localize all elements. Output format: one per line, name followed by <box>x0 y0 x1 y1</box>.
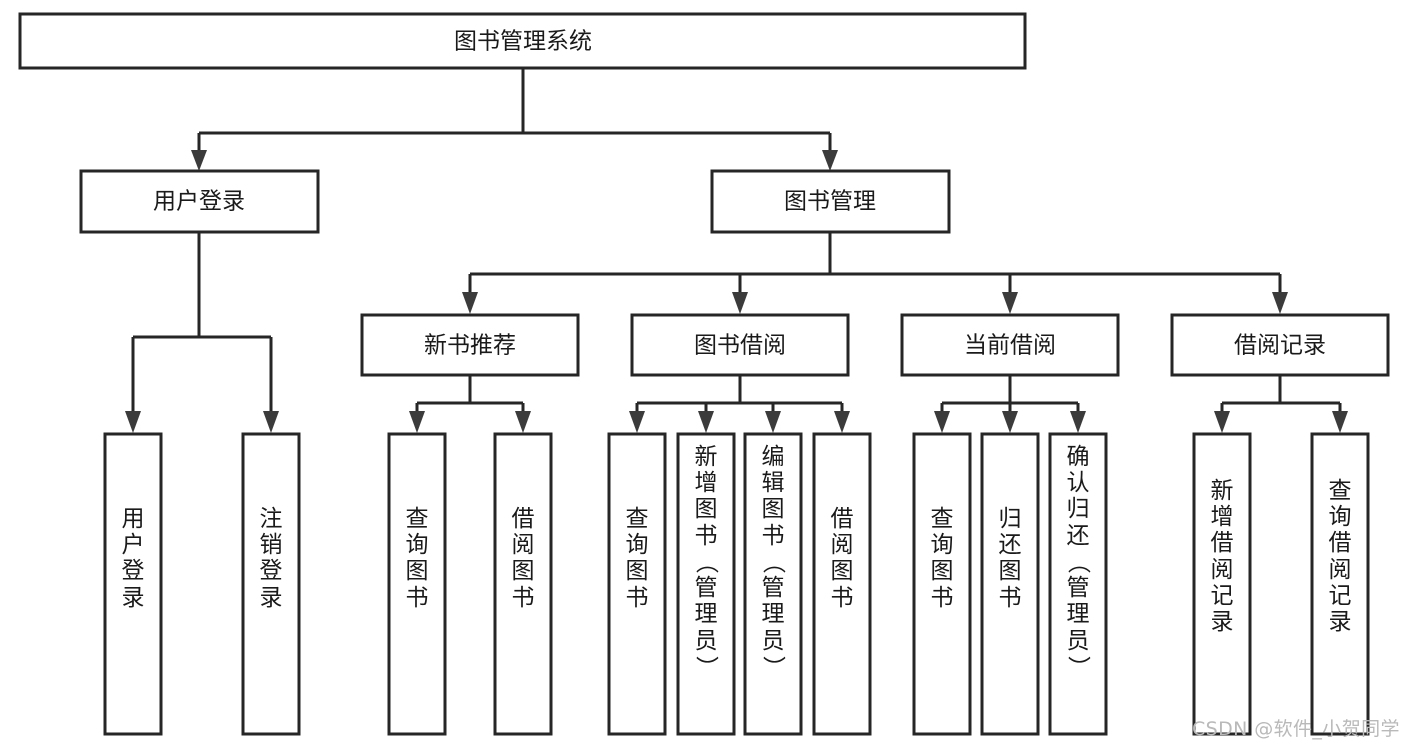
node-new-book-recommend[interactable]: 新书推荐 <box>360 313 580 377</box>
arrowhead-new-book <box>462 292 478 314</box>
node-book-borrow-box[interactable] <box>630 313 850 377</box>
leaf-box-query-book-2[interactable] <box>607 432 667 736</box>
arrowhead-current-leaf-2 <box>1002 411 1018 433</box>
node-current-borrow[interactable]: 当前借阅 <box>900 313 1120 377</box>
arrowhead-current-leaf-1 <box>934 411 950 433</box>
node-current-borrow-label: 当前借阅 <box>964 333 1056 359</box>
node-book-management-box[interactable] <box>710 169 951 234</box>
node-book-borrow-label: 图书借阅 <box>694 333 786 359</box>
arrowhead-current-leaf-3 <box>1070 411 1086 433</box>
arrowhead-borrow-leaf-4 <box>834 411 850 433</box>
leaf-box-confirm-return[interactable] <box>1048 432 1108 736</box>
leaf-box-query-record[interactable] <box>1310 432 1370 736</box>
leaf-box-query-book-3[interactable] <box>912 432 972 736</box>
arrowhead-record-leaf-1 <box>1214 411 1230 433</box>
leaf-box-borrow-book-1[interactable] <box>493 432 553 736</box>
node-root-box[interactable] <box>18 12 1027 70</box>
leaf-box-add-book[interactable] <box>676 432 736 736</box>
node-new-book-recommend-box[interactable] <box>360 313 580 377</box>
arrowhead-book-mgmt <box>822 150 838 171</box>
node-book-management[interactable]: 图书管理 <box>710 169 951 234</box>
leaf-box-user-login[interactable] <box>103 432 163 736</box>
node-root-label: 图书管理系统 <box>454 29 592 55</box>
arrowhead-borrow-leaf-1 <box>629 411 645 433</box>
node-user-login-label: 用户登录 <box>153 189 245 215</box>
leaf-box-borrow-book-2[interactable] <box>812 432 872 736</box>
arrowhead-newbook-leaf-1 <box>409 411 425 433</box>
arrowhead-leaf-user-login <box>125 411 141 433</box>
arrowhead-borrow-leaf-3 <box>765 411 781 433</box>
leaf-box-return-book[interactable] <box>980 432 1040 736</box>
node-borrow-record-label: 借阅记录 <box>1234 333 1326 359</box>
leaf-box-add-record[interactable] <box>1192 432 1252 736</box>
arrowhead-leaf-logout <box>263 411 279 433</box>
node-book-borrow[interactable]: 图书借阅 <box>630 313 850 377</box>
leaf-box-logout[interactable] <box>241 432 301 736</box>
arrowhead-newbook-leaf-2 <box>515 411 531 433</box>
leaf-box-edit-book[interactable] <box>743 432 803 736</box>
node-user-login[interactable]: 用户登录 <box>79 169 320 234</box>
node-borrow-record[interactable]: 借阅记录 <box>1170 313 1390 377</box>
arrowhead-book-borrow <box>732 292 748 314</box>
node-current-borrow-box[interactable] <box>900 313 1120 377</box>
node-new-book-recommend-label: 新书推荐 <box>424 333 516 359</box>
connector-group <box>125 68 1348 433</box>
node-book-management-label: 图书管理 <box>784 189 876 215</box>
arrowhead-user-login <box>191 150 207 171</box>
arrowhead-borrow-leaf-2 <box>698 411 714 433</box>
arrowhead-record-leaf-2 <box>1332 411 1348 433</box>
node-borrow-record-box[interactable] <box>1170 313 1390 377</box>
node-user-login-box[interactable] <box>79 169 320 234</box>
node-root[interactable]: 图书管理系统 <box>18 12 1027 70</box>
leaf-box-query-book-1[interactable] <box>387 432 447 736</box>
csdn-watermark: CSDN @软件_小贺同学 <box>1192 718 1400 740</box>
arrowhead-current-borrow <box>1002 292 1018 314</box>
arrowhead-borrow-record <box>1272 292 1288 314</box>
